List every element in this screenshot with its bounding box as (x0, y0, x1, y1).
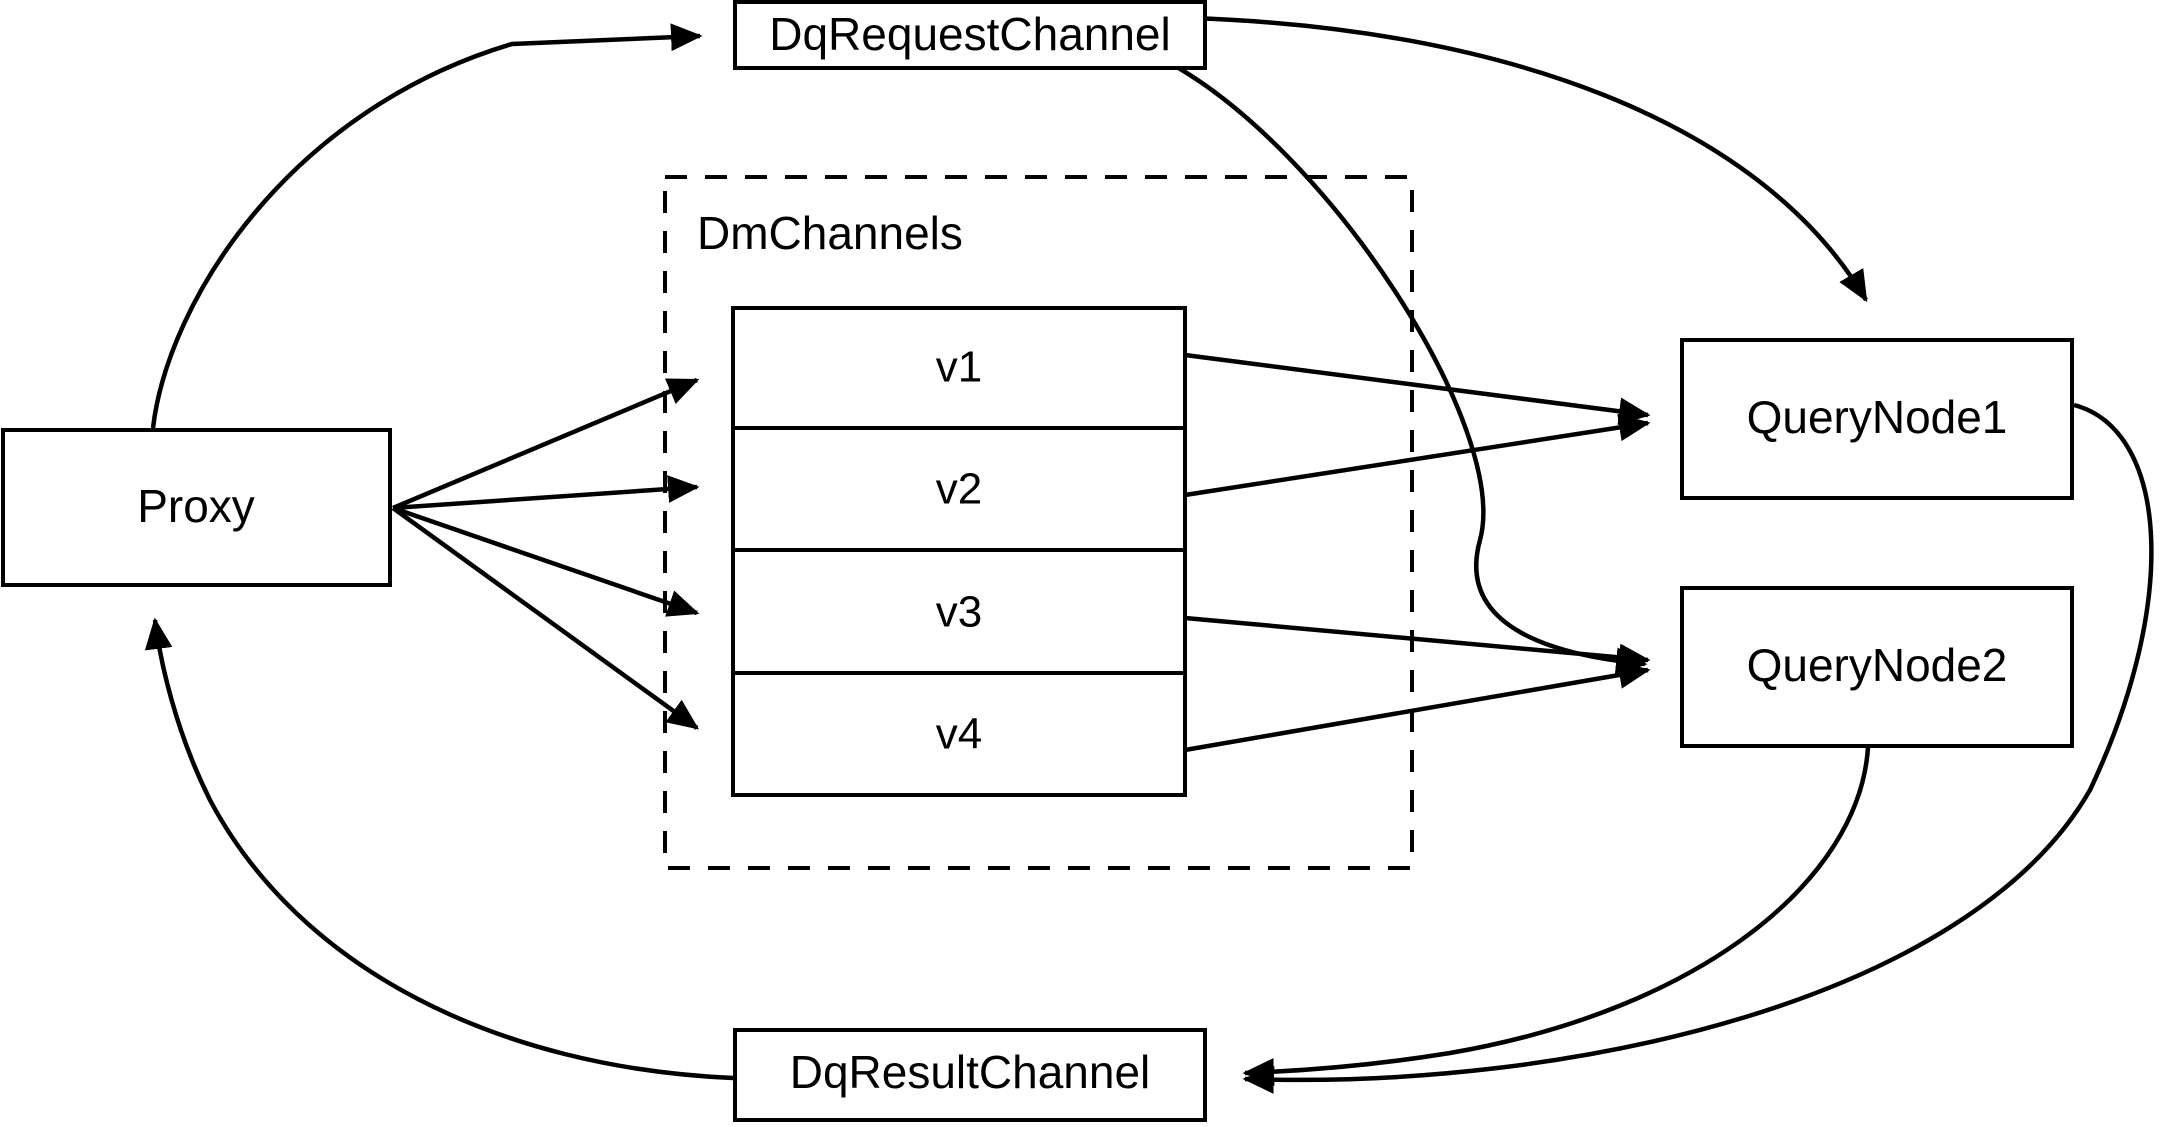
dm-channel-row-v4[interactable]: v4 (936, 710, 982, 759)
edge-dq-request-channel-to-query-node-1 (1189, 15, 1868, 303)
edge-proxy-to-v4 (391, 506, 700, 730)
edge-v4-to-query-node-2 (1184, 661, 1651, 753)
edge-dq-request-channel-to-query-node-2 (1166, 60, 1648, 676)
node-proxy[interactable] (1, 428, 392, 587)
edge-proxy-to-v2 (392, 475, 700, 511)
edge-proxy-to-dq-request-channel (150, 23, 703, 429)
node-proxy-label: Proxy (137, 480, 255, 532)
edge-v2-to-query-node-1 (1184, 413, 1651, 498)
edge-dq-result-channel-to-proxy (144, 617, 734, 1081)
node-query-node-2[interactable] (1680, 586, 2074, 748)
edge-proxy-to-v3 (392, 505, 700, 617)
dm-channel-row-v1[interactable]: v1 (936, 343, 982, 392)
dm-channel-row-v3[interactable]: v3 (936, 588, 982, 637)
edge-proxy-to-v1 (392, 377, 700, 511)
node-dq-request-channel[interactable] (733, 0, 1207, 70)
node-query-node-2-label: QueryNode2 (1747, 639, 2008, 691)
dm-channels-label: DmChannels (697, 207, 963, 259)
edge-query-node-2-to-dq-result-channel (1242, 746, 1871, 1086)
node-dq-result-channel-label: DqResultChannel (790, 1046, 1151, 1098)
node-query-node-1-label: QueryNode1 (1747, 391, 2008, 443)
node-dq-result-channel[interactable] (733, 1028, 1207, 1122)
node-dq-request-channel-label: DqRequestChannel (769, 8, 1171, 60)
edge-v1-to-query-node-1 (1184, 352, 1651, 426)
node-query-node-1[interactable] (1680, 338, 2074, 500)
dm-channels-group (663, 175, 1414, 870)
dm-channel-row-v2[interactable]: v2 (936, 465, 982, 514)
edge-query-node-1-to-dq-result-channel (1242, 402, 2154, 1094)
